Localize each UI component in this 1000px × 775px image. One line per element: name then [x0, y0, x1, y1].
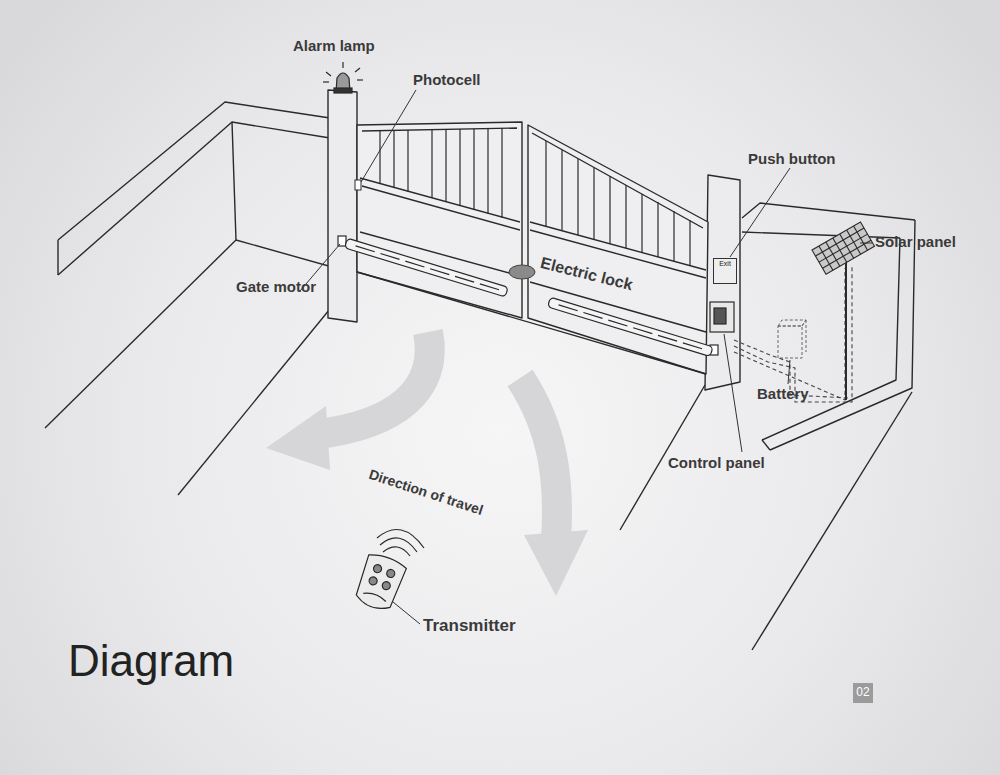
part-label: Alarm lamp — [293, 37, 375, 54]
wires — [734, 265, 852, 402]
scene-lines — [45, 90, 915, 650]
battery — [778, 320, 806, 358]
part-label: Electric lock — [539, 254, 635, 295]
page-number-box: 02 — [853, 683, 873, 703]
alarm-lamp — [323, 62, 363, 93]
control-panel — [710, 302, 734, 332]
part-label: Control panel — [668, 454, 765, 471]
leader-lines — [300, 90, 872, 624]
part-label: Solar panel — [875, 233, 956, 250]
travel-arrows — [266, 332, 588, 596]
node-text: 02 — [853, 683, 873, 699]
part-label: Photocell — [413, 71, 481, 88]
part-label: Direction of travel — [367, 466, 485, 518]
part-label: Gate motor — [236, 278, 316, 295]
solar-panel — [812, 222, 874, 400]
page-title: Diagram — [68, 636, 234, 686]
node-text: Exit — [714, 259, 736, 267]
transmitter — [352, 530, 424, 614]
gate-motors — [338, 236, 718, 356]
exit-plate: Exit — [713, 258, 737, 284]
part-label: Transmitter — [423, 616, 516, 636]
gate-pickets — [380, 128, 690, 266]
photocell — [355, 180, 361, 190]
electric-lock — [509, 265, 535, 279]
part-label: Battery — [757, 385, 809, 402]
part-label: Push button — [748, 150, 835, 167]
